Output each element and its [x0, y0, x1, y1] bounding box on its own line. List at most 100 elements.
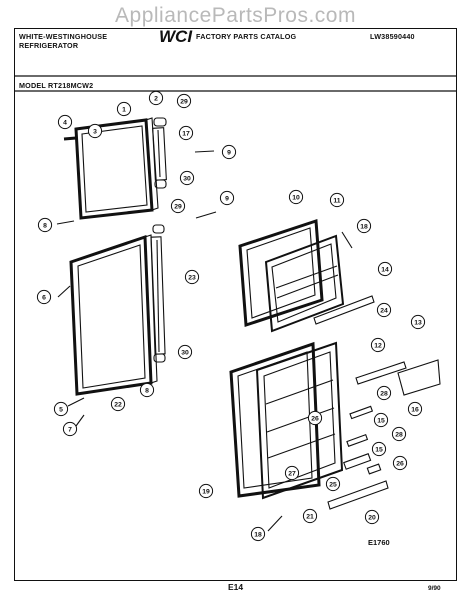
callout-4: 4: [57, 114, 73, 130]
callout-label: 15: [377, 417, 385, 424]
callout-label: 16: [411, 406, 419, 413]
callout-22: 22: [110, 396, 126, 412]
callout-circle: [325, 476, 341, 492]
callout-circle: [407, 401, 423, 417]
callout-label: 6: [42, 294, 46, 301]
callout-circle: [371, 441, 387, 457]
callout-label: 30: [181, 349, 189, 356]
callout-circle: [288, 189, 304, 205]
callout-1: 1: [116, 101, 132, 117]
part-26: [366, 463, 382, 475]
callout-circle: [116, 101, 132, 117]
callout-6: 6: [36, 289, 52, 305]
callout-label: 18: [254, 531, 262, 538]
callout-label: 30: [183, 175, 191, 182]
door-shelf-3: [267, 433, 336, 459]
callout-circle: [139, 382, 155, 398]
callout-label: 27: [288, 470, 296, 477]
drawing-lines: [56, 117, 441, 532]
screw-6-line: [57, 285, 71, 298]
shelf-20: [327, 480, 389, 510]
end-cap-top-2: [152, 224, 165, 234]
screw-18-line: [341, 231, 353, 249]
callout-circle: [184, 269, 200, 285]
diagram-frame: [14, 28, 457, 581]
callout-24: 24: [376, 302, 392, 318]
screw-5-line: [67, 397, 85, 407]
callout-30: 30: [177, 344, 193, 360]
callout-label: 19: [202, 488, 210, 495]
callout-circle: [250, 526, 266, 542]
shelf-16: [397, 359, 441, 396]
wci-logo-text: WCI: [159, 27, 193, 45]
callout-20: 20: [364, 509, 380, 525]
date-code: 9/90: [428, 585, 441, 592]
callout-28: 28: [376, 385, 392, 401]
screw-7-line: [75, 414, 85, 427]
callout-circle: [392, 455, 408, 471]
arrow-9-mid: [195, 211, 217, 219]
page-code: E14: [228, 582, 243, 592]
callout-13: 13: [410, 314, 426, 330]
part-15: [349, 405, 374, 420]
callout-label: 25: [329, 481, 337, 488]
callout-11: 11: [329, 192, 345, 208]
callout-5: 5: [53, 401, 69, 417]
callout-23: 23: [184, 269, 200, 285]
right-freezer-gasket: [238, 218, 324, 328]
right-freezer-gasket-inner: [246, 227, 316, 319]
model-label: MODEL RT218MCW2: [19, 81, 94, 90]
door-shelf-2: [266, 407, 335, 433]
fresh-food-handle-groove: [156, 239, 160, 353]
fresh-food-panel-edge: [144, 234, 158, 384]
callout-circle: [170, 198, 186, 214]
callout-circle: [110, 396, 126, 412]
freezer-inner-door: [264, 234, 345, 333]
callout-label: 5: [59, 406, 63, 413]
callout-circle: [177, 344, 193, 360]
shelf-12: [355, 361, 407, 385]
hinge-pin: [63, 136, 77, 141]
watermark: AppliancePartsPros.com: [115, 4, 356, 27]
callout-circle: [302, 508, 318, 524]
callout-circle: [176, 93, 192, 109]
callout-14: 14: [377, 261, 393, 277]
callout-label: 8: [145, 387, 149, 394]
freezer-inner-liner: [271, 243, 337, 323]
callout-label: 4: [63, 119, 67, 126]
callout-circle: [178, 125, 194, 141]
callout-circle: [221, 144, 237, 160]
callout-circle: [57, 114, 73, 130]
callout-circle: [376, 385, 392, 401]
callout-label: 22: [114, 401, 122, 408]
fresh-food-gasket: [69, 234, 153, 396]
callout-12: 12: [370, 337, 386, 353]
callout-27: 27: [284, 465, 300, 481]
callout-label: 26: [396, 460, 404, 467]
fresh-food-inner-door: [255, 341, 344, 500]
callout-25: 25: [325, 476, 341, 492]
part-25: [343, 453, 372, 470]
freezer-gasket-inner: [81, 125, 148, 213]
callout-label: 14: [381, 266, 389, 273]
callout-9: 9: [221, 144, 237, 160]
callout-2: 2: [148, 90, 164, 106]
end-cap-bottom: [154, 179, 167, 189]
callout-26: 26: [307, 410, 323, 426]
callout-label: 26: [311, 415, 319, 422]
callout-circle: [376, 302, 392, 318]
catalog-title: FACTORY PARTS CATALOG: [196, 32, 297, 41]
callout-circle: [373, 412, 389, 428]
end-cap-top: [153, 117, 167, 127]
appliance-type: REFRIGERATOR: [19, 41, 79, 50]
callout-8: 8: [37, 217, 53, 233]
callout-10: 10: [288, 189, 304, 205]
callout-label: 15: [375, 446, 383, 453]
callout-18: 18: [356, 218, 372, 234]
inner-shelf-1: [275, 265, 338, 289]
screw-18b-line: [267, 515, 283, 532]
shelf-rail: [313, 295, 375, 325]
callout-label: 10: [292, 194, 300, 201]
